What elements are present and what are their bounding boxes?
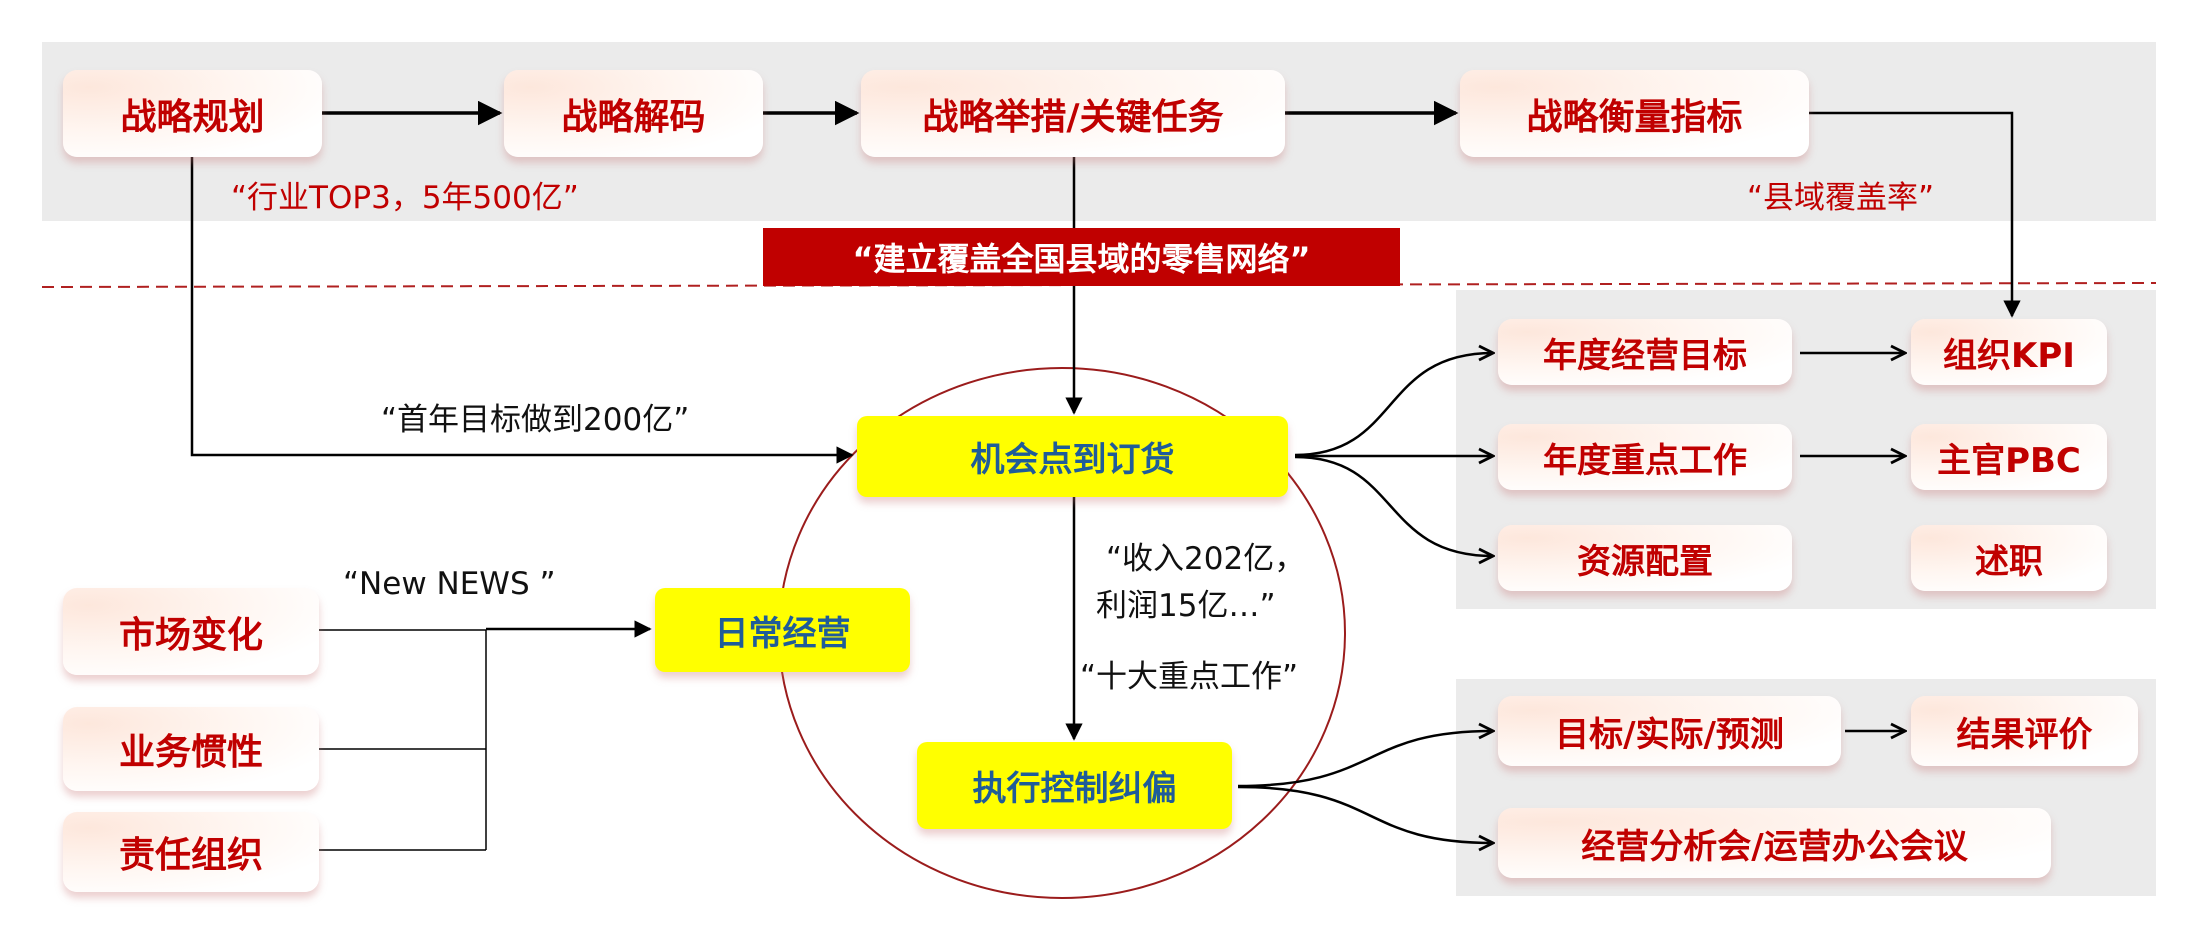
strategy-decoding-box: 战略解码 (504, 70, 763, 157)
arrow-execution-to-forecast (1237, 731, 1493, 788)
business-inertia-box: 业务惯性 (63, 707, 319, 791)
execution-control-box: 执行控制纠偏 (917, 742, 1232, 829)
target-actual-forecast-box: 目标/实际/预测 (1498, 696, 1841, 766)
org-kpi-box: 组织KPI (1911, 319, 2107, 385)
responsible-org-box: 责任组织 (63, 812, 319, 892)
coverage-note: “县域覆盖率” (1747, 180, 1935, 216)
arrow-plan-to-opportunity (190, 157, 854, 464)
dashed-divider (41, 282, 2157, 288)
new-news-note: “New NEWS ” (343, 566, 556, 602)
arrow-opportunity-to-annual-goal (1294, 353, 1493, 457)
arrow-opportunity-to-resources (1294, 455, 1493, 556)
strategy-metrics-box: 战略衡量指标 (1460, 70, 1809, 157)
arrow-execution-to-meetings (1237, 785, 1493, 843)
strategy-measures-box: 战略举措/关键任务 (861, 70, 1285, 157)
ten-tasks-note: “十大重点工作” (1080, 659, 1299, 695)
annual-key-work-box: 年度重点工作 (1498, 424, 1792, 490)
daily-operations-box: 日常经营 (655, 588, 910, 672)
industry-goal-note: “行业TOP3，5年500亿” (231, 180, 579, 216)
report-box: 述职 (1911, 525, 2107, 591)
revenue-note-line1: “收入202亿， (1106, 541, 1306, 577)
resource-allocation-box: 资源配置 (1498, 525, 1792, 591)
operations-meetings-box: 经营分析会/运营办公会议 (1498, 808, 2051, 878)
market-change-box: 市场变化 (63, 588, 319, 675)
first-year-note: “首年目标做到200亿” (381, 402, 690, 438)
revenue-note-line2: 利润15亿…” (1096, 588, 1276, 624)
opportunity-to-order-box: 机会点到订货 (857, 416, 1288, 497)
retail-network-banner: “建立覆盖全国县域的零售网络” (763, 228, 1400, 286)
result-evaluation-box: 结果评价 (1911, 696, 2138, 766)
arrow-metrics-to-kpi (1809, 111, 2021, 318)
leader-pbc-box: 主官PBC (1911, 424, 2107, 490)
annual-goal-box: 年度经营目标 (1498, 319, 1792, 385)
strategy-planning-box: 战略规划 (63, 70, 322, 157)
